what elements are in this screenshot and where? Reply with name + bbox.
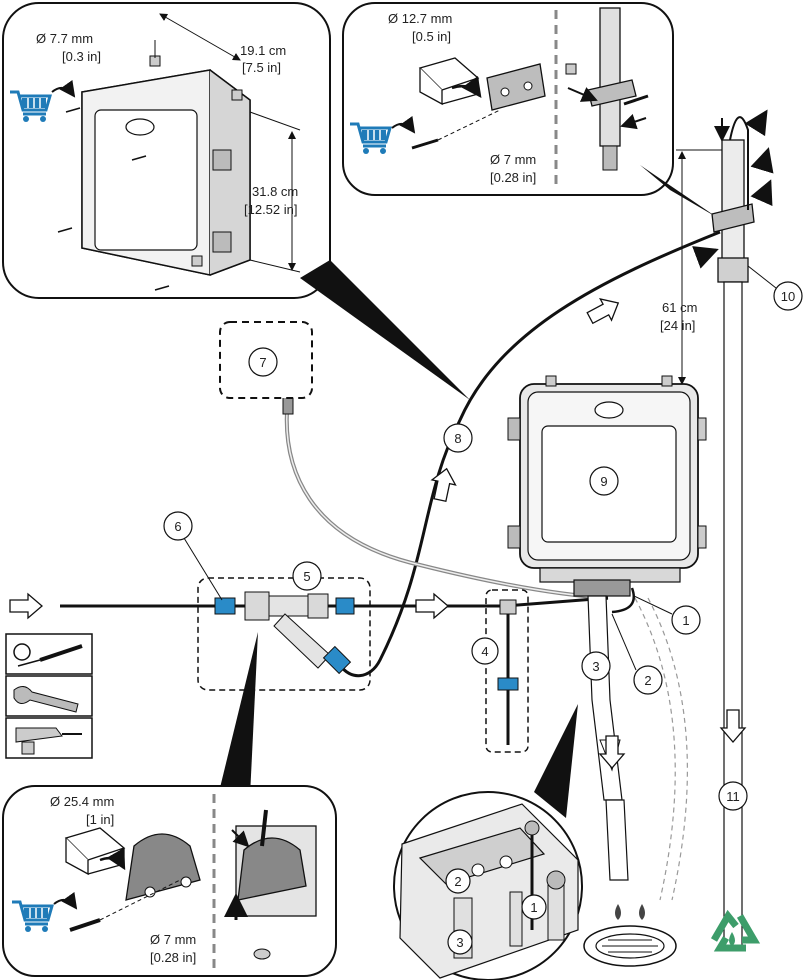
callout-9: 9: [589, 466, 619, 496]
detail-callout-2: 2: [445, 868, 471, 894]
callout-2: 2: [611, 613, 663, 695]
vertical-distance-in: [24 in]: [660, 318, 695, 333]
callout-5: 5: [292, 561, 322, 591]
enclosure-illustration: [81, 55, 251, 276]
large-clamp-dia: Ø 25.4 mm: [50, 794, 114, 809]
callout-1: 1: [633, 595, 701, 635]
svg-text:7: 7: [259, 355, 266, 370]
vertical-distance: 61 cm: [662, 300, 697, 315]
callout-8: 8: [443, 423, 473, 453]
detail-pointer-enclosure: [300, 260, 470, 400]
large-clamp-dia-in: [1 in]: [86, 812, 114, 827]
enclosure-hole-dia: Ø 7.7 mm: [36, 31, 93, 46]
large-screw-dia-in: [0.28 in]: [150, 950, 196, 965]
callout-10: 10: [747, 265, 803, 311]
screwdriver-icon: [13, 643, 83, 667]
callout-4: 4: [471, 637, 499, 665]
large-clamp-detail: Ø 25.4 mm [1 in] Ø 7 mm [0.28 in]: [2, 785, 337, 977]
detail-callout-3: 3: [447, 929, 473, 955]
enclosure-mounting-detail: Ø 7.7 mm [0.3 in] 19.1 cm [7.5 in] 31.8 …: [2, 2, 331, 299]
small-clamp-dia: Ø 12.7 mm: [388, 11, 452, 26]
ports-detail: [393, 791, 583, 980]
svg-text:3: 3: [592, 659, 599, 674]
svg-text:3: 3: [456, 935, 463, 950]
enclosure-hole-dia-in: [0.3 in]: [62, 49, 101, 64]
svg-text:2: 2: [644, 673, 651, 688]
wrench-icon: [13, 686, 79, 713]
flow-arrow-mid: [415, 593, 449, 619]
tools-panel: [5, 633, 93, 759]
svg-text:1: 1: [530, 900, 537, 915]
svg-text:4: 4: [481, 644, 488, 659]
svg-text:9: 9: [600, 474, 607, 489]
enclosure-height: 31.8 cm: [252, 184, 298, 199]
flow-arrow-inlet: [9, 593, 43, 619]
enclosure-screws: [57, 107, 170, 291]
callout-labels: 1 2 3 4 5 6 7 8: [163, 265, 803, 955]
small-screw-dia: Ø 7 mm: [490, 152, 536, 167]
svg-text:8: 8: [454, 431, 461, 446]
drain-icon: [583, 904, 677, 967]
svg-text:10: 10: [781, 289, 795, 304]
recycle-icon: [710, 909, 761, 952]
enclosure-width: 19.1 cm: [240, 43, 286, 58]
enclosure-height-in: [12.52 in]: [244, 202, 298, 217]
callout-6: 6: [163, 511, 223, 601]
drill-icon: [15, 727, 82, 755]
detail-pointer-ports: [534, 704, 578, 818]
callout-7: 7: [248, 347, 278, 377]
enclosure-width-in: [7.5 in]: [242, 60, 281, 75]
large-screw-dia: Ø 7 mm: [150, 932, 196, 947]
detail-pointer-fitting: [218, 632, 258, 796]
small-clamp-dia-in: [0.5 in]: [412, 29, 451, 44]
callout-3: 3: [581, 651, 611, 681]
svg-text:1: 1: [682, 613, 689, 628]
small-screw-dia-in: [0.28 in]: [490, 170, 536, 185]
small-clamp-detail: Ø 12.7 mm [0.5 in] Ø 7 mm [0.28 in]: [342, 2, 674, 196]
y-strainer: [214, 591, 355, 675]
svg-text:11: 11: [726, 789, 740, 804]
svg-text:6: 6: [174, 519, 181, 534]
svg-text:5: 5: [303, 569, 310, 584]
callout-11: 11: [718, 781, 748, 811]
svg-text:2: 2: [454, 874, 461, 889]
detail-callout-1: 1: [521, 894, 547, 920]
